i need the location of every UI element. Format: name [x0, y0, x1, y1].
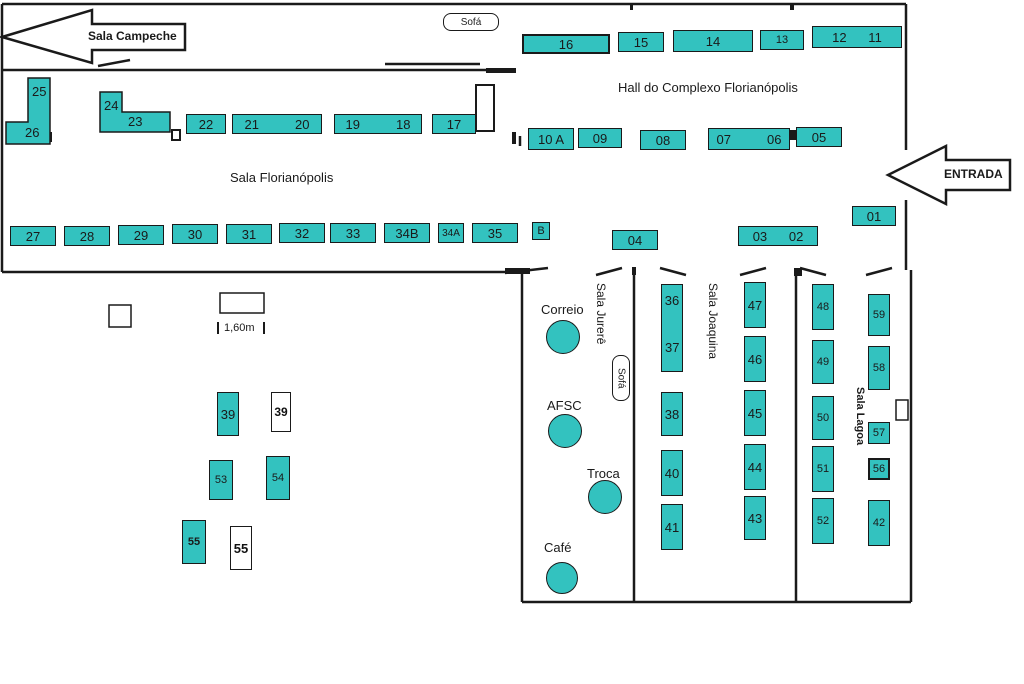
table-39-outline: 39	[271, 392, 291, 432]
sala-jurere-label: Sala Jurerê	[594, 283, 608, 345]
table-b: B	[532, 222, 550, 240]
table-35: 35	[472, 223, 518, 243]
exit-arrow-campeche	[0, 8, 187, 65]
table-15: 15	[618, 32, 664, 52]
table-45: 45	[744, 390, 766, 436]
table-46: 46	[744, 336, 766, 382]
table-12-11: 12 11	[812, 26, 902, 48]
table-24-label: 24	[104, 98, 119, 113]
table-14: 14	[673, 30, 753, 52]
table-44: 44	[744, 444, 766, 490]
table-23-label: 23	[128, 114, 143, 129]
sala-campeche-label: Sala Campeche	[88, 29, 177, 43]
table-43: 43	[744, 496, 766, 540]
sala-florianopolis-label: Sala Florianópolis	[230, 170, 334, 185]
table-52: 52	[812, 498, 834, 544]
table-53: 53	[209, 460, 233, 500]
cafe-label: Café	[544, 540, 572, 555]
table-51: 51	[812, 446, 834, 492]
table-57: 57	[868, 422, 890, 444]
table-26-label: 26	[25, 125, 40, 140]
table-34a: 34A	[438, 223, 464, 243]
table-40: 40	[661, 450, 683, 496]
dimension-label: 1,60m	[224, 322, 255, 334]
table-17: 17	[432, 114, 476, 134]
table-30: 30	[172, 224, 218, 244]
troca-label: Troca	[587, 466, 620, 481]
table-47: 47	[744, 282, 766, 328]
table-58: 58	[868, 346, 890, 390]
table-25-label: 25	[32, 84, 47, 99]
table-22: 22	[186, 114, 226, 134]
table-33: 33	[330, 223, 376, 243]
table-29: 29	[118, 225, 164, 245]
table-34b: 34B	[384, 223, 430, 243]
table-04: 04	[612, 230, 658, 250]
table-55: 55	[182, 520, 206, 564]
table-31: 31	[226, 224, 272, 244]
table-55-outline: 55	[230, 526, 252, 570]
sofa-jurere: Sofá	[612, 355, 630, 401]
table-54: 54	[266, 456, 290, 500]
table-48: 48	[812, 284, 834, 330]
afsc-label: AFSC	[547, 398, 582, 413]
table-28: 28	[64, 226, 110, 246]
table-10a: 10 A	[528, 128, 574, 150]
table-21-20: 21 20	[232, 114, 322, 134]
table-41: 41	[661, 504, 683, 550]
hall-label: Hall do Complexo Florianópolis	[618, 80, 798, 95]
sofa: Sofá	[443, 13, 499, 31]
table-03-02: 03 02	[738, 226, 818, 246]
table-05: 05	[796, 127, 842, 147]
table-24-23	[99, 91, 171, 133]
sala-lagoa-label: Sala Lagoa	[854, 387, 866, 446]
table-01: 01	[852, 206, 896, 226]
table-08: 08	[640, 130, 686, 150]
table-32: 32	[279, 223, 325, 243]
table-25-26	[5, 77, 51, 145]
table-49: 49	[812, 340, 834, 384]
table-36: 36	[661, 284, 683, 372]
table-13: 13	[760, 30, 804, 50]
table-27: 27	[10, 226, 56, 246]
table-56: 56	[868, 458, 890, 480]
afsc-booth	[548, 414, 582, 448]
table-19-18: 19 18	[334, 114, 422, 134]
table-09: 09	[578, 128, 622, 148]
table-39: 39	[217, 392, 239, 436]
troca-booth	[588, 480, 622, 514]
table-59: 59	[868, 294, 890, 336]
sala-joaquina-label: Sala Joaquina	[706, 283, 720, 360]
table-16: 16	[522, 34, 610, 54]
table-42: 42	[868, 500, 890, 546]
table-07-06: 07 06	[708, 128, 790, 150]
correio-label: Correio	[541, 302, 584, 317]
table-38: 38	[661, 392, 683, 436]
correio-booth	[546, 320, 580, 354]
cafe-booth	[546, 562, 578, 594]
table-50: 50	[812, 396, 834, 440]
entrance-label: ENTRADA	[944, 167, 1003, 181]
table-37-label: 37	[665, 340, 680, 355]
entrance-arrow	[885, 143, 1012, 207]
